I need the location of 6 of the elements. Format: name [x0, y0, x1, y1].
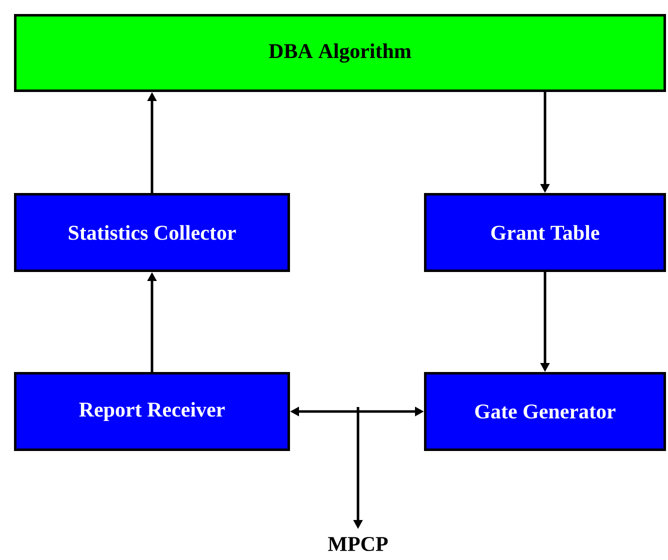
- process-box: Grant Table: [424, 193, 666, 272]
- process-box: Report Receiver: [14, 372, 290, 451]
- process-box: Statistics Collector: [14, 193, 290, 272]
- title-bar: DBA Algorithm: [14, 14, 666, 92]
- process-box: Gate Generator: [424, 372, 666, 451]
- text-label: MPCP: [328, 536, 388, 552]
